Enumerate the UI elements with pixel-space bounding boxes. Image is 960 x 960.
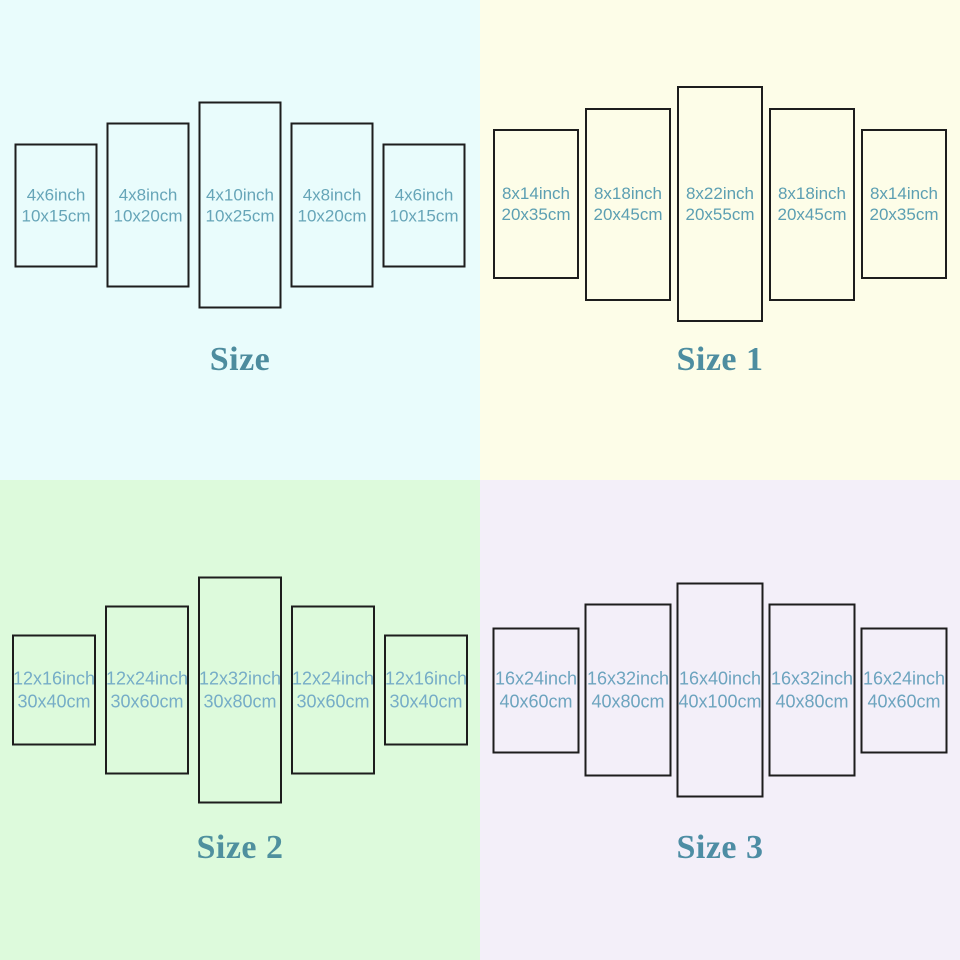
- canvas-panel: 12x16inch 30x40cm: [12, 634, 96, 746]
- canvas-panel: 12x32inch 30x80cm: [198, 576, 282, 804]
- size-chart-size-3: 16x24inch 40x60cm 16x32inch 40x80cm 16x4…: [480, 480, 960, 960]
- panel-size-cm: 30x60cm: [110, 691, 184, 711]
- chart-title: Size 3: [676, 829, 764, 866]
- panel-size-cm: 40x60cm: [499, 691, 573, 711]
- canvas-panel: 8x14inch 20x35cm: [861, 129, 947, 279]
- panel-size-cm: 40x100cm: [678, 691, 762, 711]
- panel-size-inch: 16x24inch: [494, 668, 578, 688]
- panel-size-inch: 12x24inch: [105, 668, 189, 688]
- canvas-panel: 16x24inch 40x60cm: [492, 627, 580, 753]
- panel-size-inch: 8x18inch: [777, 184, 847, 203]
- panel-size-cm: 10x15cm: [21, 206, 91, 225]
- canvas-panel: 8x22inch 20x55cm: [677, 86, 763, 322]
- panel-size-inch: 8x18inch: [593, 184, 663, 203]
- chart-title: Size 2: [196, 829, 284, 866]
- panel-size-inch: 16x32inch: [770, 668, 854, 688]
- panel-row: 8x14inch 20x35cm 8x18inch 20x45cm 8x22in…: [493, 86, 947, 322]
- panel-size-cm: 10x20cm: [113, 206, 183, 225]
- panel-size-inch: 4x8inch: [302, 185, 362, 204]
- panel-size-cm: 10x20cm: [297, 206, 367, 225]
- panel-row: 12x16inch 30x40cm 12x24inch 30x60cm 12x3…: [12, 576, 468, 804]
- canvas-panel: 16x40inch 40x100cm: [676, 582, 764, 798]
- canvas-panel: 4x8inch 10x20cm: [106, 122, 190, 288]
- panel-size-cm: 40x80cm: [775, 691, 849, 711]
- canvas-panel: 4x8inch 10x20cm: [290, 122, 374, 288]
- panel-size-inch: 8x22inch: [685, 184, 755, 203]
- panel-size-inch: 12x24inch: [291, 668, 375, 688]
- canvas-panel: 4x6inch 10x15cm: [14, 143, 98, 267]
- canvas-panel: 4x10inch 10x25cm: [198, 101, 282, 309]
- panel-size-cm: 10x15cm: [389, 206, 459, 225]
- panel-size-cm: 30x80cm: [203, 691, 277, 711]
- panel-size-inch: 8x14inch: [501, 184, 571, 203]
- panel-size-inch: 16x40inch: [678, 668, 762, 688]
- canvas-panel: 8x18inch 20x45cm: [769, 107, 855, 301]
- canvas-panel: 16x32inch 40x80cm: [768, 603, 856, 777]
- panel-size-cm: 20x35cm: [501, 205, 571, 224]
- panel-size-inch: 16x32inch: [586, 668, 670, 688]
- panel-size-inch: 16x24inch: [862, 668, 946, 688]
- canvas-panel: 8x18inch 20x45cm: [585, 107, 671, 301]
- panel-size-cm: 20x35cm: [869, 205, 939, 224]
- canvas-panel: 16x24inch 40x60cm: [860, 627, 948, 753]
- panel-size-cm: 20x55cm: [685, 205, 755, 224]
- panel-size-inch: 4x6inch: [394, 185, 454, 204]
- canvas-panel: 16x32inch 40x80cm: [584, 603, 672, 777]
- panel-size-inch: 8x14inch: [869, 184, 939, 203]
- panel-size-cm: 30x60cm: [296, 691, 370, 711]
- size-chart-size-2: 12x16inch 30x40cm 12x24inch 30x60cm 12x3…: [0, 480, 480, 960]
- chart-title: Size: [209, 341, 271, 378]
- panel-size-cm: 10x25cm: [205, 206, 275, 225]
- panel-size-inch: 4x10inch: [205, 185, 275, 204]
- panel-size-cm: 20x45cm: [593, 205, 663, 224]
- chart-title: Size 1: [676, 341, 764, 378]
- panel-size-cm: 40x60cm: [867, 691, 941, 711]
- canvas-panel: 12x16inch 30x40cm: [384, 634, 468, 746]
- panel-size-inch: 4x8inch: [118, 185, 178, 204]
- panel-size-inch: 12x16inch: [12, 668, 96, 688]
- canvas-panel: 12x24inch 30x60cm: [105, 605, 189, 775]
- panel-row: 4x6inch 10x15cm 4x8inch 10x20cm 4x10inch…: [14, 101, 466, 309]
- panel-size-inch: 4x6inch: [26, 185, 86, 204]
- size-chart-size: 4x6inch 10x15cm 4x8inch 10x20cm 4x10inch…: [0, 0, 480, 480]
- panel-row: 16x24inch 40x60cm 16x32inch 40x80cm 16x4…: [492, 582, 948, 798]
- panel-size-cm: 30x40cm: [17, 691, 91, 711]
- panel-size-inch: 12x16inch: [384, 668, 468, 688]
- size-chart-size-1: 8x14inch 20x35cm 8x18inch 20x45cm 8x22in…: [480, 0, 960, 480]
- panel-size-cm: 20x45cm: [777, 205, 847, 224]
- panel-size-cm: 40x80cm: [591, 691, 665, 711]
- canvas-panel: 4x6inch 10x15cm: [382, 143, 466, 267]
- panel-size-cm: 30x40cm: [389, 691, 463, 711]
- canvas-panel: 8x14inch 20x35cm: [493, 129, 579, 279]
- panel-size-inch: 12x32inch: [198, 668, 282, 688]
- canvas-panel: 12x24inch 30x60cm: [291, 605, 375, 775]
